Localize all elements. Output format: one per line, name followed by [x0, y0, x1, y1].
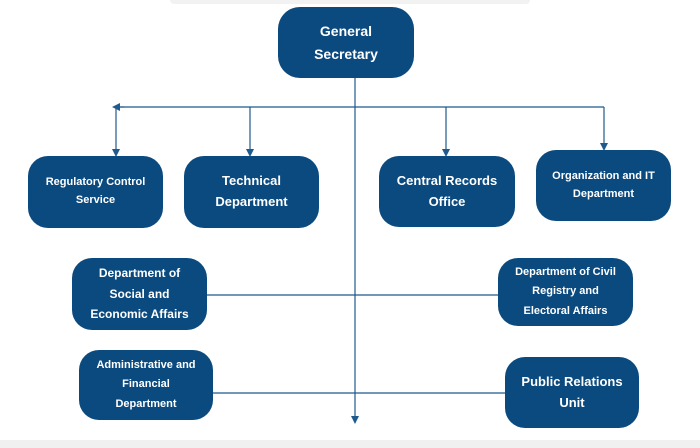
- node-admin-financial-label: Administrative and Financial Department: [96, 359, 196, 410]
- node-technical-label: Technical Department: [215, 173, 288, 209]
- node-civil-registry: Department of Civil Registry and Elector…: [498, 258, 633, 326]
- node-general-secretary-label: General Secretary: [314, 23, 378, 62]
- node-organization-it: Organization and IT Department: [536, 150, 671, 221]
- node-social-economic-label: Department of Social and Economic Affair…: [90, 266, 189, 322]
- node-technical: Technical Department: [184, 156, 319, 228]
- node-regulatory-control: Regulatory Control Service: [28, 156, 163, 228]
- node-central-records: Central Records Office: [379, 156, 515, 227]
- node-public-relations: Public Relations Unit: [505, 357, 639, 428]
- node-public-relations-label: Public Relations Unit: [521, 373, 623, 410]
- node-civil-registry-label: Department of Civil Registry and Elector…: [515, 266, 616, 317]
- node-organization-it-label: Organization and IT Department: [552, 169, 655, 200]
- bottom-edge-strip: [0, 440, 700, 448]
- top-edge-shadow: [170, 0, 530, 4]
- node-central-records-label: Central Records Office: [396, 172, 498, 209]
- node-social-economic: Department of Social and Economic Affair…: [72, 258, 207, 330]
- node-admin-financial: Administrative and Financial Department: [79, 350, 213, 420]
- node-general-secretary: General Secretary: [278, 7, 414, 78]
- node-regulatory-control-label: Regulatory Control Service: [45, 176, 146, 206]
